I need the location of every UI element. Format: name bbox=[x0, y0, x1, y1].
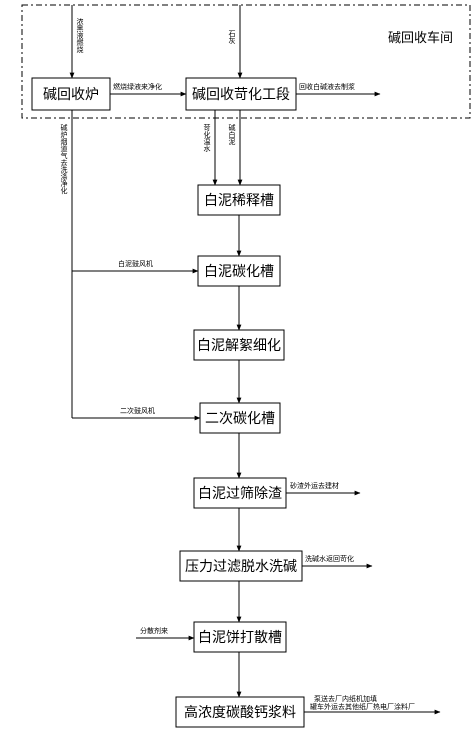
node-causticizing bbox=[185, 77, 297, 111]
node-filtration-text: 压力过滤脱水洗碱 bbox=[185, 559, 297, 575]
flue-gas-label: 碱炉烟道气去洗涤净化 bbox=[60, 124, 68, 195]
node-filtration bbox=[179, 550, 303, 582]
furnace-input-label: 浓黑液燃烧 bbox=[76, 17, 84, 54]
node-causticizing-text: 碱回收苛化工段 bbox=[192, 86, 290, 103]
node-breakup bbox=[193, 621, 287, 653]
node-dilution-text: 白泥稀释槽 bbox=[204, 193, 274, 209]
slurry-out-label-1: 泵送去厂内纸机加填 bbox=[314, 694, 377, 703]
wash-out-label: 洗碱水返回苛化 bbox=[305, 554, 354, 563]
sand-out-label: 砂渣外运去建材 bbox=[290, 481, 339, 490]
causticizing-input-label: 石灰 bbox=[228, 30, 236, 45]
node-screening-text: 白泥过筛除渣 bbox=[198, 486, 282, 502]
node-carbonation1 bbox=[197, 255, 281, 287]
node-dilution bbox=[197, 184, 281, 216]
node-slurry-text: 高浓度碳酸钙浆料 bbox=[184, 704, 296, 721]
white-mud-label: 碱白泥 bbox=[228, 124, 236, 146]
node-deflocculation-text: 白泥解絮细化 bbox=[197, 337, 281, 354]
blower1-label: 白泥鼓风机 bbox=[118, 259, 153, 268]
slurry-out-label-2: 罐车外运去其他纸厂热电厂涂料厂 bbox=[310, 702, 415, 711]
workshop-boundary bbox=[21, 4, 471, 119]
node-carbonation2 bbox=[199, 402, 281, 434]
node-furnace-text: 碱回收炉 bbox=[43, 87, 99, 103]
dilution-water-label: 苛化温水 bbox=[203, 123, 211, 152]
node-slurry bbox=[175, 696, 305, 728]
node-furnace bbox=[31, 77, 111, 111]
white-liquor-label: 回收白碱液去制浆 bbox=[299, 82, 355, 91]
workshop-title: 碱回收车间 bbox=[388, 30, 453, 46]
node-screening bbox=[193, 477, 287, 509]
node-breakup-text: 白泥饼打散槽 bbox=[198, 629, 282, 646]
node-deflocculation bbox=[193, 329, 285, 361]
node-carbonation2-text: 二次碳化槽 bbox=[205, 411, 275, 427]
node-carbonation1-text: 白泥碳化槽 bbox=[204, 264, 274, 280]
blower2-label: 二次鼓风机 bbox=[120, 406, 155, 415]
dispersant-label: 分散剂来 bbox=[140, 626, 168, 635]
green-liquor-label: 燃烧绿液来净化 bbox=[113, 82, 162, 91]
